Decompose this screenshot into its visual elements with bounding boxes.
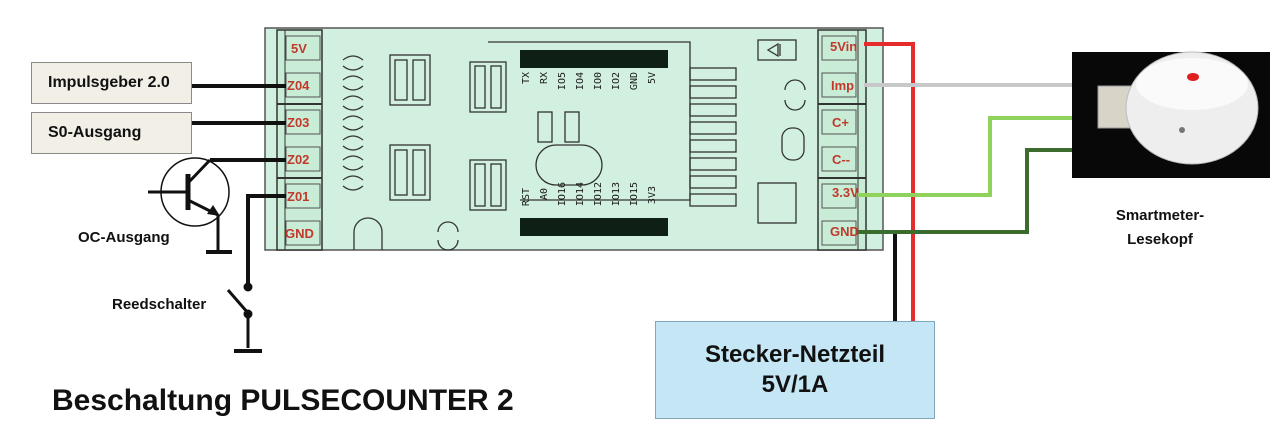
terminal-left-gnd: GND xyxy=(285,226,314,241)
impulsgeber-box: Impulsgeber 2.0 xyxy=(31,62,192,104)
pin-label-io2: IO2 xyxy=(611,72,622,91)
terminal-left-z03: Z03 xyxy=(287,115,310,130)
pin-label-5v: 5V xyxy=(647,72,658,85)
input-wires xyxy=(192,84,286,290)
pin-label-io5: IO5 xyxy=(557,72,568,91)
pin-label-rx: RX xyxy=(539,72,550,85)
terminal-right-c-plus: C+ xyxy=(832,115,849,130)
terminal-left-z04: Z04 xyxy=(287,78,310,93)
diagram-title: Beschaltung PULSECOUNTER 2 xyxy=(52,384,514,417)
pin-label-io15: IO15 xyxy=(629,182,640,207)
left-terminal-block xyxy=(276,29,323,251)
sensor-caption-line1: Smartmeter- xyxy=(1115,207,1205,224)
pin-label-io16: IO16 xyxy=(557,182,568,207)
bottom-pin-header xyxy=(520,218,668,236)
terminal-right-gnd: GND xyxy=(830,224,859,239)
terminal-left-5v: 5V xyxy=(291,41,307,56)
s0-output-box: S0-Ausgang xyxy=(31,112,192,154)
smartmeter-head-image xyxy=(1072,51,1270,178)
terminal-right-imp: Imp xyxy=(831,78,855,93)
reed-switch-label: Reedschalter xyxy=(112,296,207,313)
pin-label-io4: IO4 xyxy=(575,72,586,91)
pin-label-gnd: GND xyxy=(629,72,640,91)
oc-output-label: OC-Ausgang xyxy=(78,229,170,246)
pin-label-rst: RST xyxy=(521,188,532,207)
reed-switch-symbol xyxy=(226,282,262,353)
sensor-caption-line2: Lesekopf xyxy=(1127,231,1193,248)
terminal-right-3v3: 3.3V xyxy=(832,185,859,200)
pcb-components xyxy=(342,39,806,251)
pin-label-io13: IO13 xyxy=(611,182,622,207)
sensor-wires xyxy=(858,83,1085,234)
pin-label-io12: IO12 xyxy=(593,182,604,207)
sensor-caption: Smartmeter- Lesekopf xyxy=(1100,204,1220,252)
power-supply-box: Stecker-Netzteil 5V/1A xyxy=(655,321,935,419)
top-pin-header xyxy=(520,50,668,68)
terminal-left-z01: Z01 xyxy=(287,189,310,204)
pin-label-io0: IO0 xyxy=(593,72,604,91)
power-supply-rating: 5V/1A xyxy=(761,371,829,398)
right-terminal-block xyxy=(817,29,867,251)
terminal-right-c-minus: C-- xyxy=(832,152,851,167)
pin-label-tx: TX xyxy=(521,72,532,85)
pin-label-io14: IO14 xyxy=(575,182,586,207)
terminal-right-5vin: 5Vin xyxy=(830,39,858,54)
right-terminal-screws xyxy=(821,35,857,246)
terminal-left-z02: Z02 xyxy=(287,152,310,167)
pin-label-3v3: 3V3 xyxy=(647,186,658,205)
transistor-symbol xyxy=(148,157,232,254)
power-supply-name: Stecker-Netzteil xyxy=(704,341,886,368)
pin-label-a0: A0 xyxy=(539,188,550,201)
